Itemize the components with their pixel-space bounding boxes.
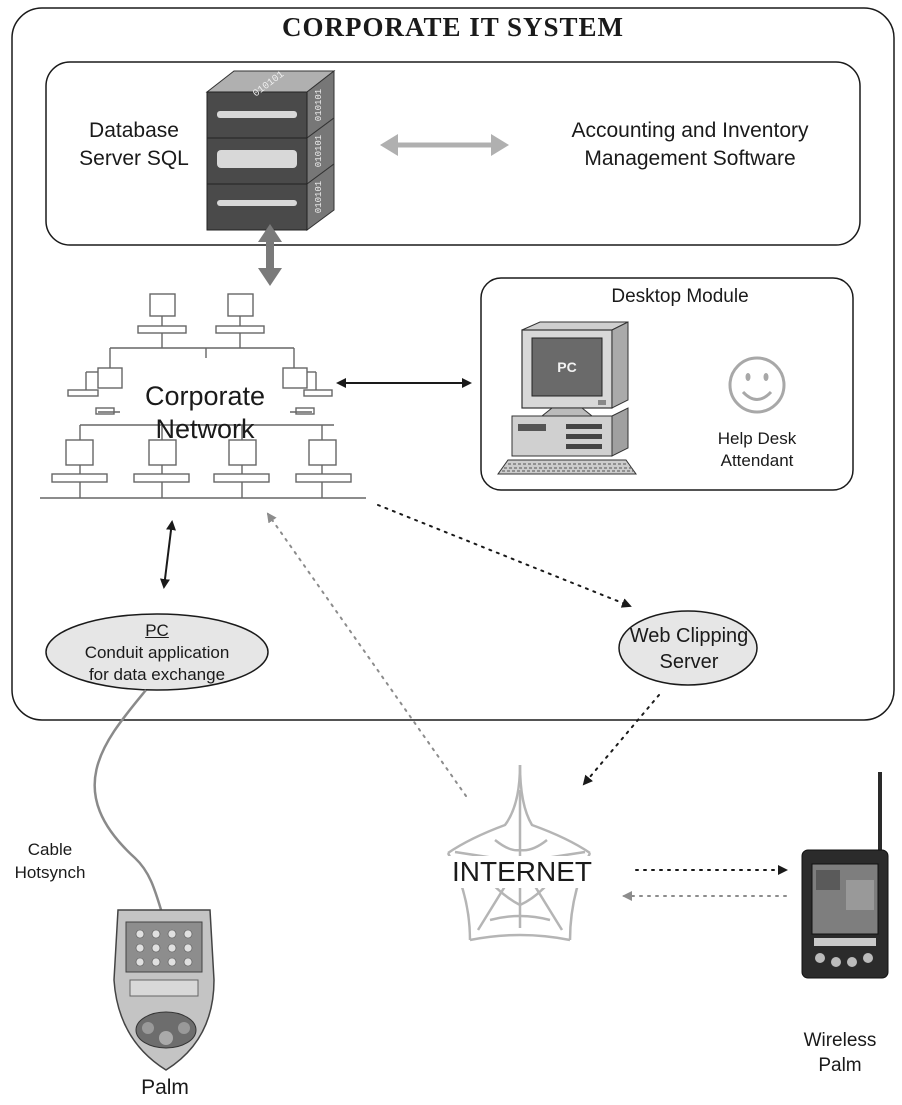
cable-label-line2: Hotsynch — [14, 863, 86, 882]
internet-network-arrow — [266, 512, 467, 797]
software-label-line1: Accounting and Inventory — [571, 119, 809, 142]
database-software-box — [45, 61, 861, 246]
palm-label: Palm — [141, 1076, 189, 1099]
hotsynch-cable-line — [93, 689, 164, 914]
network-conduit-arrow — [160, 520, 176, 589]
webclipping-internet-arrow — [582, 694, 660, 786]
database-server-label: Database Server SQL — [66, 117, 202, 173]
wireless-palm-label: Wireless Palm — [785, 1028, 895, 1078]
palm-device-icon — [113, 909, 215, 1071]
conduit-label-line1: PC — [145, 621, 169, 640]
webclipping-label-line2: Server — [659, 651, 719, 673]
desktop-module-box — [480, 277, 854, 491]
web-clipping-label: Web Clipping Server — [619, 623, 759, 675]
corporate-system-box — [11, 7, 895, 721]
cable-hotsynch-label: Cable Hotsynch — [4, 838, 96, 884]
network-label-line2: Network — [155, 414, 255, 444]
rack-text-1: 010101 — [314, 89, 324, 121]
internet-web-icon — [446, 764, 592, 942]
database-server-icon: 010101 010101 010101 010101 — [205, 70, 336, 231]
helpdesk-label-line2: Attendant — [720, 451, 794, 470]
database-label-line2: Server SQL — [79, 147, 189, 170]
pc-computer-icon — [497, 321, 637, 475]
rack-text-3: 010101 — [314, 181, 324, 213]
network-webclipping-arrow — [377, 504, 632, 608]
conduit-pc-label: PC Conduit application for data exchange — [47, 620, 267, 686]
internet-label: INTERNET — [410, 856, 634, 888]
web-clipping-ellipse — [618, 610, 758, 686]
database-label-line1: Database — [89, 119, 179, 142]
conduit-label-line2: Conduit application — [84, 643, 230, 662]
wireless-label-line2: Palm — [818, 1055, 862, 1076]
wireless-label-line1: Wireless — [803, 1030, 877, 1051]
conduit-label-line3: for data exchange — [88, 665, 226, 684]
desktop-module-title: Desktop Module — [611, 286, 749, 307]
helpdesk-label-line1: Help Desk — [717, 429, 797, 448]
rack-text-2: 010101 — [314, 135, 324, 167]
conduit-pc-ellipse — [45, 613, 269, 691]
db-network-double-arrow — [258, 224, 282, 286]
wireless-palm-icon — [801, 772, 889, 979]
software-label-line2: Management Software — [584, 147, 796, 170]
corporate-network-label: Corporate Network — [120, 380, 290, 446]
cable-label-line1: Cable — [27, 840, 73, 859]
corporate-network-icon — [40, 293, 366, 499]
smiley-face-icon — [728, 356, 786, 414]
help-desk-label: Help Desk Attendant — [690, 428, 824, 472]
pc-screen-label: PC — [557, 359, 576, 375]
diagram-title: CORPORATE IT SYSTEM — [281, 12, 625, 42]
db-software-double-arrow — [380, 134, 509, 156]
webclipping-label-line1: Web Clipping — [629, 625, 749, 647]
software-label: Accounting and Inventory Management Soft… — [520, 117, 860, 173]
network-label-line1: Corporate — [144, 381, 266, 411]
